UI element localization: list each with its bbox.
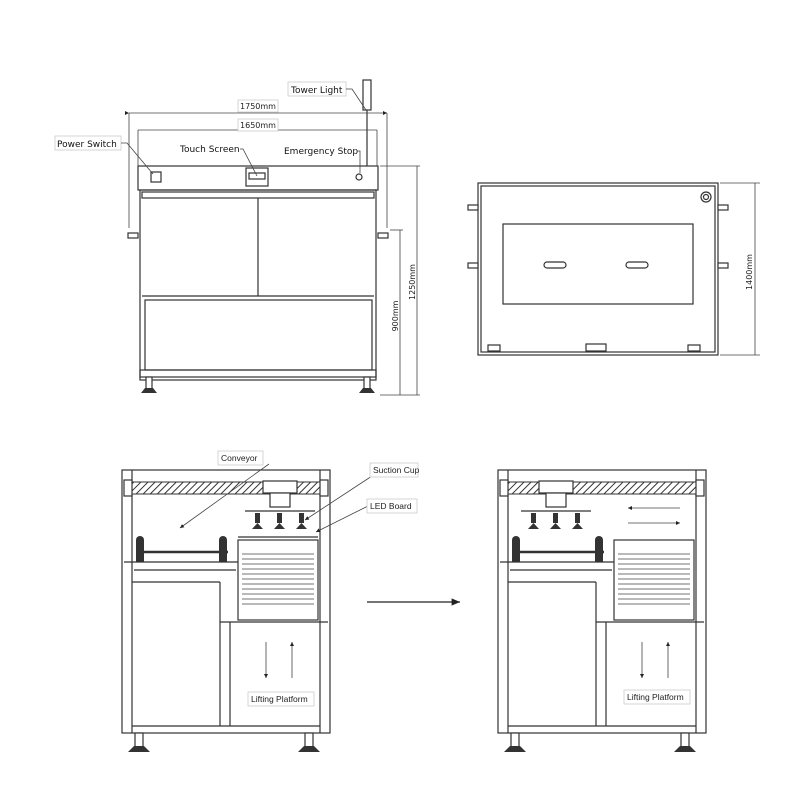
dim-overall-width: 1750mm — [240, 102, 276, 111]
label-tower-light: Tower Light — [290, 86, 343, 96]
label-conveyor: Conveyor — [221, 453, 258, 463]
label-touch-screen: Touch Screen — [179, 145, 240, 155]
label-suction-cup: Suction Cup — [373, 465, 420, 475]
dim-depth: 1400mm — [745, 254, 754, 290]
label-lifting-platform: Lifting Platform — [251, 694, 308, 704]
side-view-before: Conveyor Suction Cup LED Board Lifting P… — [121, 450, 420, 753]
dim-working-height: 900mm — [391, 300, 400, 331]
dim-overall-height: 1250mm — [408, 264, 417, 300]
front-view: 1750mm 1650mm 1250mm 900mm Tower Light P… — [54, 79, 420, 396]
emergency-stop-icon — [355, 173, 363, 181]
power-switch-icon — [150, 171, 162, 183]
top-view: 1400mm — [467, 182, 760, 356]
side-view-after: Lifting Platform — [497, 469, 707, 753]
tower-light-icon — [362, 79, 372, 111]
label-led-board: LED Board — [370, 501, 412, 511]
label-emergency-stop: Emergency Stop — [284, 147, 358, 157]
label-power-switch: Power Switch — [57, 140, 117, 150]
label-lifting-platform-after: Lifting Platform — [627, 692, 684, 702]
dim-body-width: 1650mm — [240, 121, 276, 130]
